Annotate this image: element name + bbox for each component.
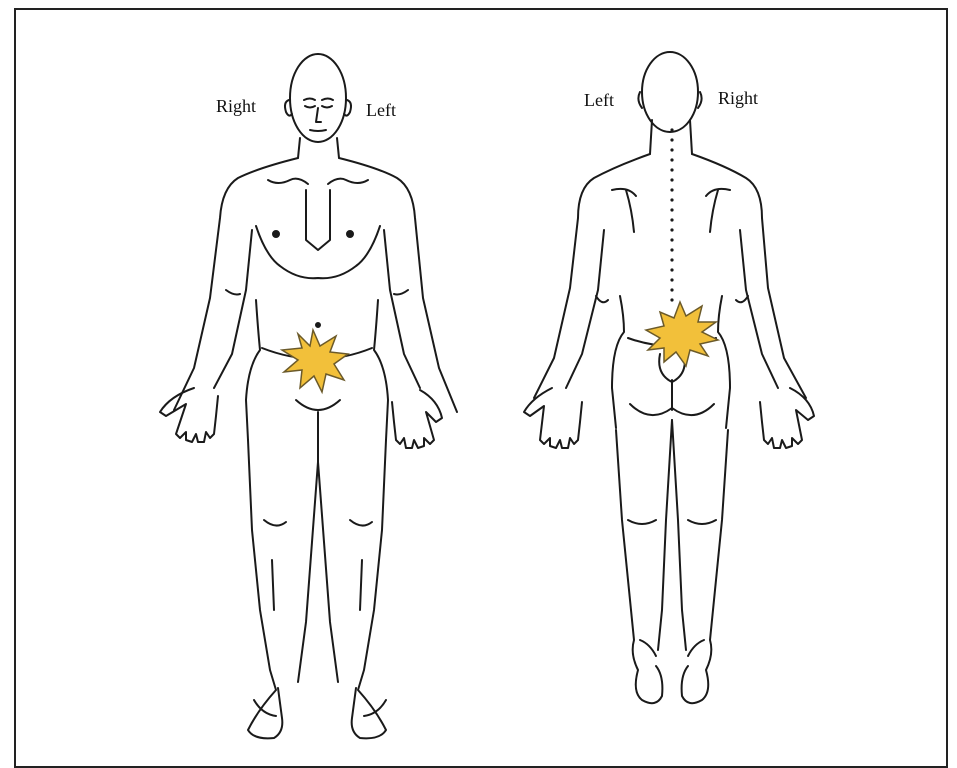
back-right-leg-inner xyxy=(672,420,686,650)
back-left-hip xyxy=(612,296,624,428)
front-left-hand xyxy=(392,390,442,448)
back-right-arm-outer xyxy=(692,154,806,398)
front-left-arm-outer xyxy=(339,158,457,412)
front-right-arm-inner xyxy=(214,230,252,388)
spine xyxy=(670,128,673,301)
front-figure xyxy=(160,54,457,738)
back-pain-marker xyxy=(646,302,718,366)
back-left-arm-outer xyxy=(534,154,650,398)
back-right-leg xyxy=(682,430,728,703)
front-right-hand xyxy=(160,388,218,442)
front-right-arm-outer xyxy=(174,158,298,410)
back-left-hand xyxy=(524,388,582,448)
back-left-leg xyxy=(616,430,662,703)
front-left-arm-inner xyxy=(384,230,420,388)
back-right-hip xyxy=(718,296,730,428)
front-right-leg xyxy=(248,440,282,738)
front-left-leg xyxy=(352,440,386,738)
front-left-leg-inner xyxy=(318,462,338,682)
front-right-leg-inner xyxy=(298,462,318,682)
front-right-hip xyxy=(246,300,260,440)
back-left-arm-inner xyxy=(566,230,604,388)
front-head xyxy=(290,54,346,142)
front-left-hip xyxy=(374,300,388,440)
front-pain-marker xyxy=(282,330,348,392)
back-figure xyxy=(524,52,814,703)
back-left-leg-inner xyxy=(658,420,672,650)
